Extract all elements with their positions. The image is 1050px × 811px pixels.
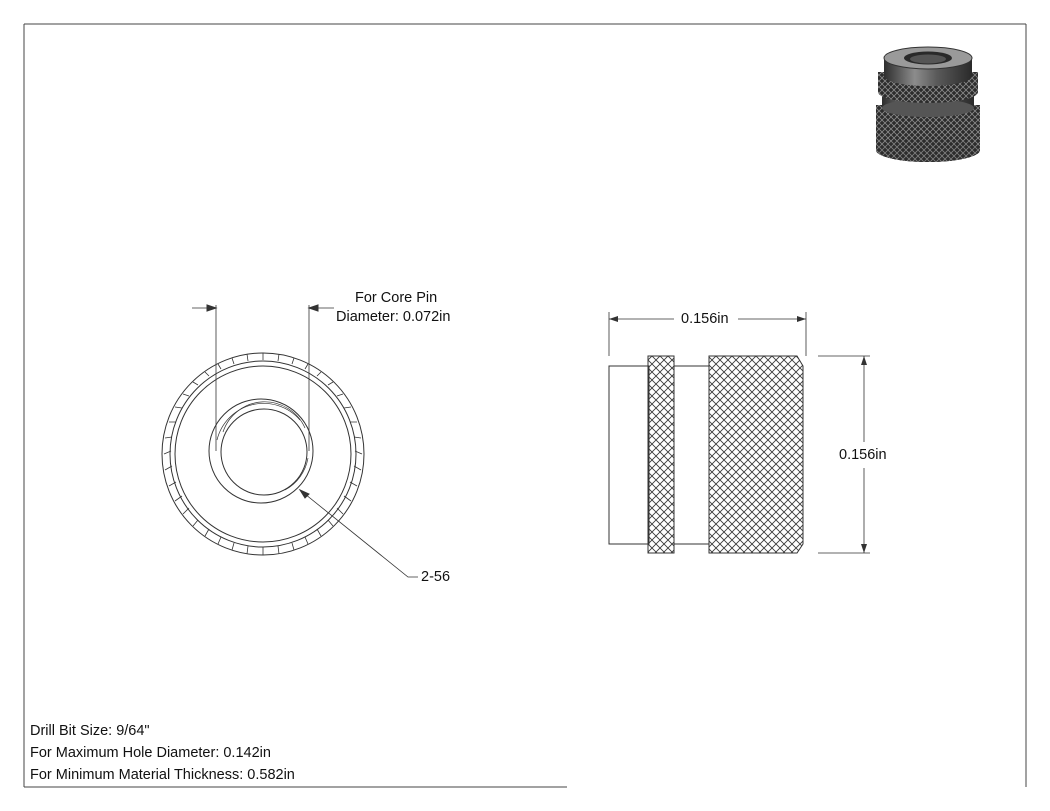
min-thickness-note: For Minimum Material Thickness: 0.582in <box>30 767 295 783</box>
side-view <box>608 312 870 554</box>
sheet-border <box>23 23 1027 788</box>
core-pin-circle <box>208 398 314 504</box>
thread-minor-circle <box>220 408 308 496</box>
knurl-root-circle <box>169 360 357 548</box>
small-knurl-band <box>647 355 675 554</box>
knurl-outer-circle <box>161 352 365 556</box>
knurl-teeth <box>163 353 363 555</box>
pilot-section <box>608 365 650 545</box>
groove <box>673 365 710 545</box>
isometric-preview <box>876 46 980 162</box>
thread-label: 2-56 <box>421 569 451 585</box>
end-view <box>161 304 418 578</box>
width-dimension: 0.156in <box>681 311 729 327</box>
core-pin-label-line2: Diameter: 0.072in <box>336 309 451 325</box>
drill-bit-note: Drill Bit Size: 9/64" <box>30 723 150 739</box>
height-dimension: 0.156in <box>839 447 887 463</box>
large-knurl-band <box>708 355 804 554</box>
max-hole-note: For Maximum Hole Diameter: 0.142in <box>30 745 271 761</box>
body-circle <box>174 365 352 543</box>
core-pin-label-line1: For Core Pin <box>355 290 438 306</box>
thread-arc <box>216 403 301 441</box>
thread-leader <box>299 489 418 578</box>
drawing-notes: Drill Bit Size: 9/64" For Maximum Hole D… <box>30 720 295 786</box>
